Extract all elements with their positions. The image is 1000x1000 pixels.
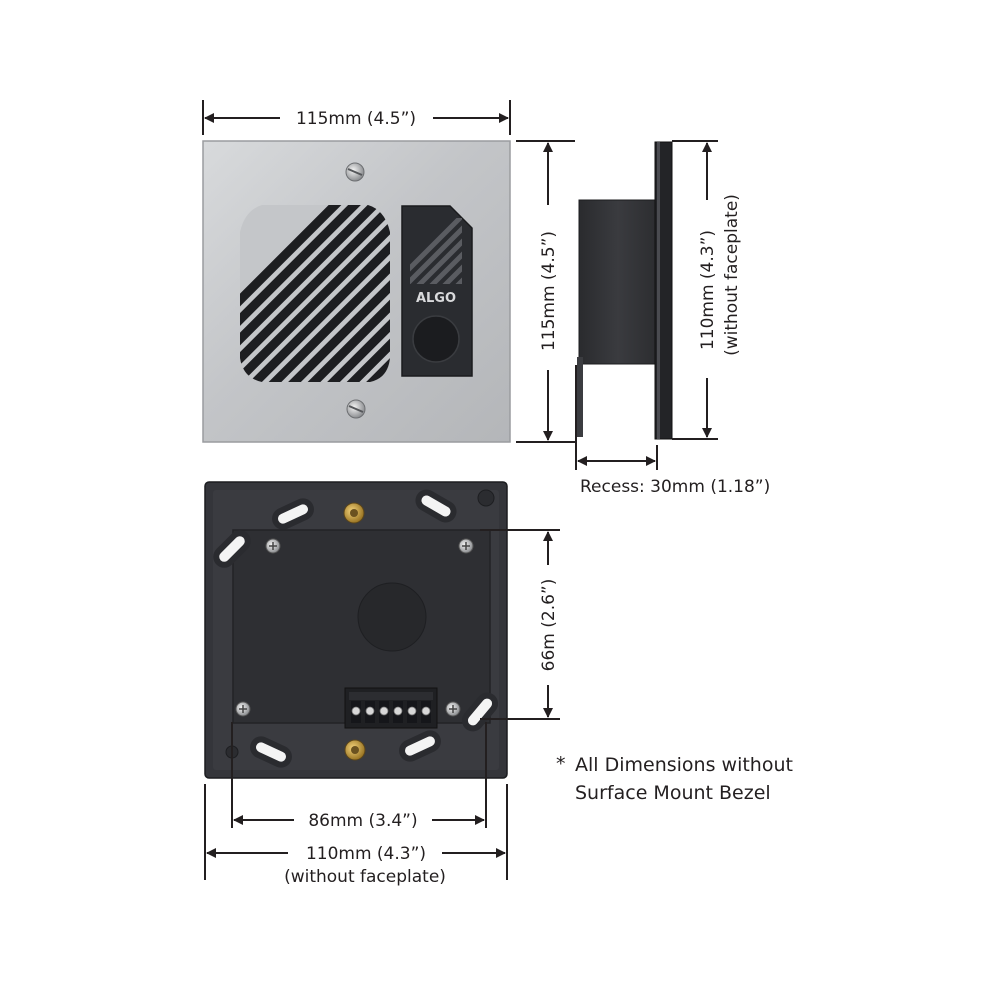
terminal-screw-icon (351, 701, 361, 723)
grille-slot (240, 205, 390, 382)
brass-insert-bottom (344, 739, 366, 761)
bottom-screw-icon (346, 399, 366, 419)
mic-slot (416, 238, 462, 284)
front-width-dimension: 115mm (4.5”) (202, 100, 511, 135)
terminal-screw-icon (407, 701, 417, 723)
dimensions-note: * All Dimensions without Surface Mount B… (556, 753, 793, 804)
terminal-block (344, 687, 438, 729)
back-outer-width-dimension: 110mm (4.3”) (without faceplate) (204, 784, 508, 887)
note-asterisk: * (556, 753, 566, 775)
back-height-label: 66m (2.6”) (539, 579, 559, 672)
mounting-slot (461, 692, 499, 732)
mic-slot (442, 264, 462, 284)
mic-slot (410, 225, 462, 284)
grille-slot (243, 205, 390, 382)
call-button (412, 315, 460, 363)
plate-screw-icon (265, 538, 281, 554)
mounting-slot (399, 730, 441, 762)
back-outer-width-label: 110mm (4.3”) (306, 844, 426, 864)
grille-slot (240, 205, 345, 382)
terminal-screw-icon (379, 701, 389, 723)
grille-slot (240, 205, 390, 382)
plate-screw-icon (458, 538, 474, 554)
plate-screw-icon (235, 701, 251, 717)
side-height-label: 110mm (4.3”) (698, 230, 718, 350)
note-line-1: All Dimensions without (575, 754, 793, 776)
grille-slot (282, 205, 390, 382)
mic-slot (410, 218, 462, 272)
back-inner-width-dimension: 86mm (3.4”) (231, 722, 487, 831)
mounting-slot (415, 489, 457, 523)
grille-slot (301, 205, 390, 382)
terminal-screw-icon (365, 701, 375, 723)
grille-slot (340, 205, 390, 382)
back-height-dimension: 66m (2.6”) (480, 529, 560, 720)
side-view (577, 141, 673, 440)
top-screw-icon (345, 162, 365, 182)
brass-insert-top (343, 502, 365, 524)
terminal-screw-icon (393, 701, 403, 723)
mounting-slot (250, 736, 292, 768)
back-view (204, 481, 508, 779)
side-height-dimension: 110mm (4.3”) (without faceplate) (672, 140, 742, 440)
front-height-label: 115mm (4.5”) (539, 231, 559, 351)
front-width-label: 115mm (4.5”) (296, 109, 416, 129)
back-outer-width-note: (without faceplate) (284, 867, 446, 887)
grille-slot (321, 205, 390, 382)
recess-dimension: Recess: 30mm (1.18”) (575, 365, 770, 497)
note-line-2: Surface Mount Bezel (575, 782, 771, 804)
speaker-grille (240, 205, 390, 382)
side-height-note: (without faceplate) (722, 194, 742, 356)
control-module: ALGO (401, 205, 473, 377)
front-faceplate: ALGO (202, 140, 511, 443)
brand-logo: ALGO (416, 291, 456, 306)
grille-slot (262, 205, 390, 382)
grille-slot (240, 205, 364, 382)
microphone-grille (410, 218, 462, 284)
recess-label: Recess: 30mm (1.18”) (580, 477, 770, 497)
mic-slot (429, 251, 462, 284)
mounting-slot (213, 530, 251, 568)
mounting-slot (272, 498, 314, 530)
plate-screw-icon (445, 701, 461, 717)
front-height-dimension: 115mm (4.5”) (516, 140, 575, 443)
back-inner-width-label: 86mm (3.4”) (308, 811, 417, 831)
grille-slot (240, 205, 384, 382)
terminal-screw-icon (421, 701, 431, 723)
